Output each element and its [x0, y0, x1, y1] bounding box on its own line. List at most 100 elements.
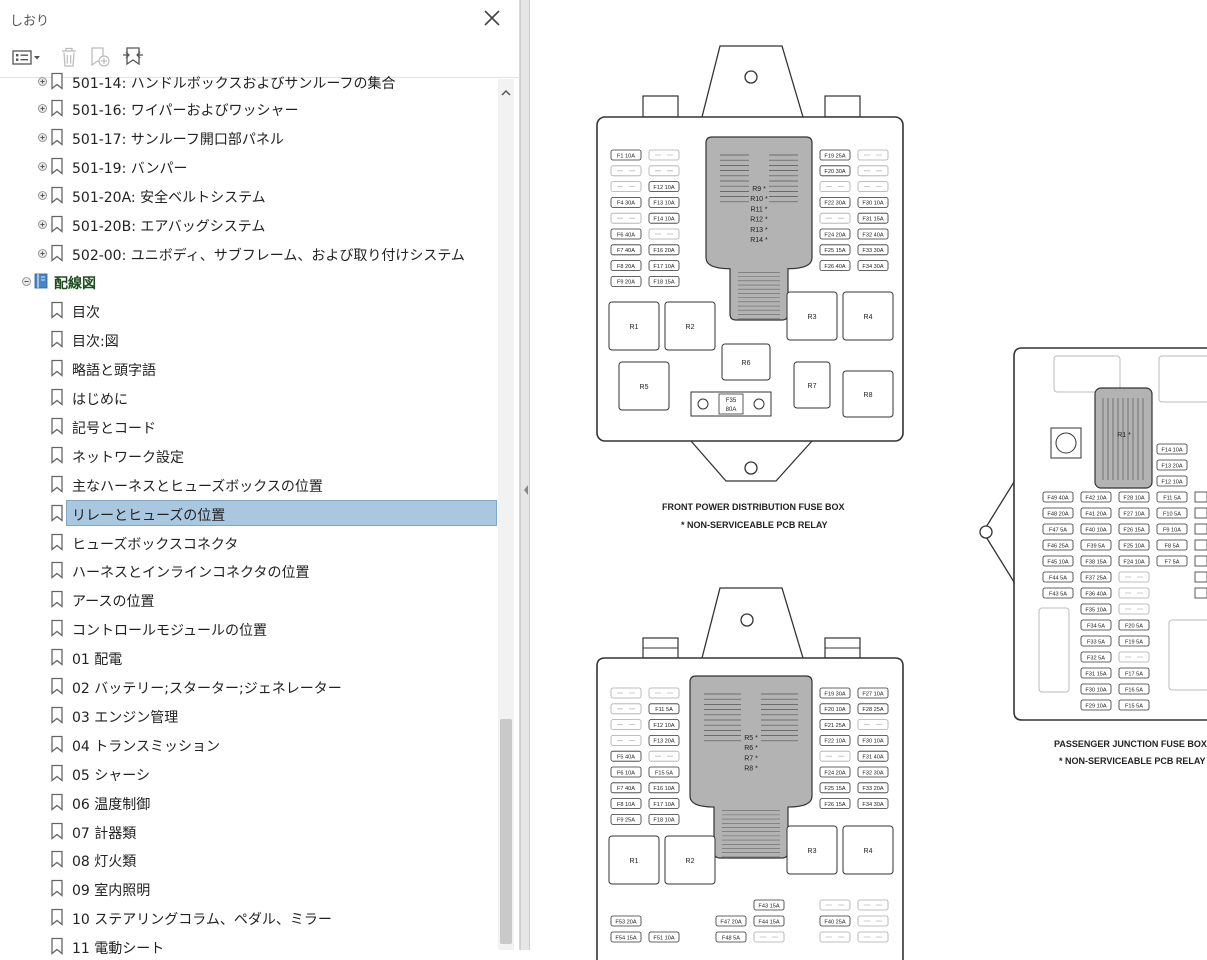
fuse-label: F27 10A: [1123, 511, 1144, 517]
expand-bookmark-button[interactable]: [120, 44, 146, 70]
bookmark-row[interactable]: 502-00: ユニボディ、サブフレーム、および取り付けシステム: [0, 240, 498, 267]
fuse-slot-empty: [610, 212, 642, 224]
fuse-label: F11 5A: [1163, 495, 1181, 501]
bookmark-row[interactable]: 11 電動シート: [0, 933, 498, 960]
bookmark-row[interactable]: 09 室内照明: [0, 875, 498, 902]
bookmark-row[interactable]: 08 灯火類: [0, 846, 498, 873]
fuse-slot-empty: [819, 899, 851, 911]
delete-bookmark-button[interactable]: [58, 44, 80, 70]
bookmark-icon: [51, 186, 63, 204]
bookmark-row[interactable]: コントロールモジュールの位置: [0, 615, 498, 642]
bookmark-row[interactable]: 04 トランスミッション: [0, 731, 498, 758]
bookmark-label: 501-17: サンルーフ開口部パネル: [72, 131, 284, 148]
bookmark-row[interactable]: 501-17: サンルーフ開口部パネル: [0, 124, 498, 151]
selection-highlight: [66, 499, 497, 526]
bookmarks-scrollbar[interactable]: [498, 79, 514, 950]
bookmark-row[interactable]: 略語と頭字語: [0, 355, 498, 382]
expand-toggle-icon[interactable]: [38, 132, 47, 142]
fuse: [1080, 491, 1112, 503]
socket-ring: [1055, 432, 1077, 454]
bookmark-row[interactable]: ハーネスとインラインコネクタの位置: [0, 557, 498, 584]
bookmark-icon: [51, 215, 63, 233]
collapse-toggle-icon[interactable]: [22, 277, 31, 287]
fuse-label: F25 10A: [1123, 543, 1144, 549]
fuse: [648, 212, 680, 224]
bookmark-row-partial[interactable]: 501-14: ハンドルボックスおよびサンルーフの集合: [0, 68, 498, 95]
bookmark-section-row[interactable]: 配線図: [0, 268, 498, 295]
fuse-partial: [1194, 491, 1207, 503]
bookmark-row[interactable]: 02 バッテリー;スターター;ジェネレーター: [0, 673, 498, 700]
fuse-label: F10 5A: [1163, 511, 1181, 517]
fuse: [857, 687, 889, 699]
collapse-arrow-icon[interactable]: [523, 484, 529, 496]
bookmark-row[interactable]: はじめに: [0, 384, 498, 411]
bookmark-row[interactable]: 目次:図: [0, 326, 498, 353]
bookmark-row[interactable]: 03 エンジン管理: [0, 702, 498, 729]
bookmark-icon: [51, 909, 63, 927]
fuse: [857, 196, 889, 208]
close-panel-button[interactable]: [480, 6, 504, 30]
bookmark-row[interactable]: 05 シャーシ: [0, 760, 498, 787]
bookmark-row[interactable]: 501-19: バンパー: [0, 153, 498, 180]
fuse-label: F33 5A: [1087, 639, 1105, 645]
fuse-slot-empty: [648, 165, 680, 177]
fuse: [1080, 619, 1112, 631]
fuse-label: F8 10A: [617, 802, 635, 808]
expand-toggle-icon[interactable]: [38, 248, 47, 258]
options-button[interactable]: [12, 44, 44, 70]
new-bookmark-button[interactable]: [88, 44, 112, 70]
bookmark-row[interactable]: 06 温度制御: [0, 789, 498, 816]
bookmark-row[interactable]: 主なハーネスとヒューズボックスの位置: [0, 471, 498, 498]
bookmark-row[interactable]: 目次: [0, 297, 498, 324]
clip-tab: [642, 95, 679, 118]
fuse: [1118, 667, 1150, 679]
bookmark-row[interactable]: 501-20B: エアバッグシステム: [0, 211, 498, 238]
fuse: [610, 275, 642, 287]
fuse: [1156, 555, 1188, 567]
bookmark-row[interactable]: ネットワーク設定: [0, 442, 498, 469]
bookmark-row[interactable]: リレーとヒューズの位置: [0, 499, 498, 527]
fuse-label: F42 10A: [1085, 495, 1106, 501]
expand-toggle-icon[interactable]: [38, 219, 47, 229]
fuse-label: F49 40A: [1047, 495, 1068, 501]
main-fuse-label: F35: [726, 398, 737, 404]
bookmark-row[interactable]: 01 配電: [0, 644, 498, 671]
mount-tab: [690, 440, 813, 482]
bookmark-icon: [51, 735, 63, 753]
bookmark-row[interactable]: アースの位置: [0, 586, 498, 613]
bookmark-row[interactable]: 501-20A: 安全ベルトシステム: [0, 182, 498, 209]
fuse-label: F8 5A: [1165, 543, 1180, 549]
bookmark-row[interactable]: 07 計器類: [0, 818, 498, 845]
fuse-label: F12 10A: [653, 185, 674, 191]
fuse-slot-empty: [819, 181, 851, 193]
bookmark-row[interactable]: 10 ステアリングコラム、ペダル、ミラー: [0, 904, 498, 931]
bookmark-label: 目次: [72, 305, 100, 322]
bookmark-row[interactable]: ヒューズボックスコネクタ: [0, 529, 498, 556]
relay-label: R7: [808, 383, 817, 390]
fuse: [1080, 683, 1112, 695]
bookmark-label: ヒューズボックスコネクタ: [72, 536, 239, 553]
expand-toggle-icon[interactable]: [38, 161, 47, 171]
scrollbar-thumb[interactable]: [500, 719, 512, 944]
panel-splitter[interactable]: [520, 0, 530, 950]
fuse-label: F36 40A: [1085, 591, 1106, 597]
bookmark-icon: [51, 562, 63, 580]
bookmark-label: はじめに: [72, 392, 128, 408]
expand-toggle-icon[interactable]: [38, 104, 47, 113]
fuse-slot-empty: [1118, 571, 1150, 583]
bookmark-row[interactable]: 501-16: ワイパーおよびワッシャー: [0, 95, 498, 122]
fuse-slot-empty: [819, 212, 851, 224]
fuse-label: F45 10A: [1047, 559, 1068, 565]
scroll-up-icon[interactable]: [498, 85, 514, 101]
fuse-bolt: [753, 398, 765, 410]
fuse: [1118, 523, 1150, 535]
fuse-slot-empty: [857, 165, 889, 177]
bookmark-row[interactable]: 記号とコード: [0, 413, 498, 440]
fuse: [1042, 587, 1074, 599]
fuse: [1156, 443, 1188, 455]
fuse: [610, 228, 642, 240]
fuse-label: F16 5A: [1125, 687, 1143, 693]
expand-toggle-icon[interactable]: [38, 190, 47, 200]
fuse-label: F33 30A: [862, 248, 883, 254]
